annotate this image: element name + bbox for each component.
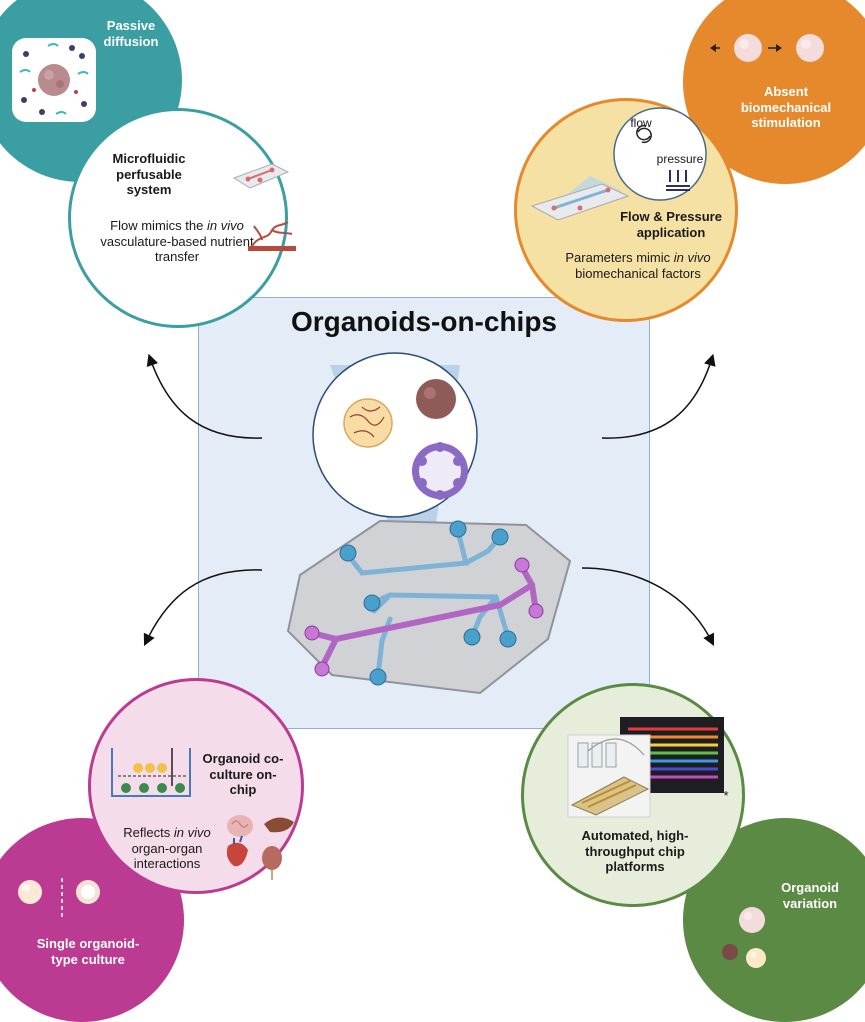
flow-pressure-title: Flow & Pressure application [620,209,722,240]
coculture-desc-italic: in vivo [173,825,211,840]
coculture-desc-pre: Reflects [123,825,174,840]
flow-pressure-description: Parameters mimic in vivo biomechanical f… [548,250,728,281]
platform-photos [567,717,724,818]
diffusion-illustration [12,38,96,122]
vessel-icon [248,221,296,251]
flow-desc-post: biomechanical factors [575,265,701,281]
coculture-desc-post: organ-organ interactions [131,840,203,872]
passive-diffusion-label: Passive diffusion [103,18,159,49]
organs-illustration [226,815,294,880]
organoid-variation-label: Organoid variation [781,880,839,911]
arrow-bottom-right [581,567,715,647]
pressure-label: pressure [656,152,704,166]
platforms-title: Automated, high-throughput chip platform… [581,828,689,875]
single-organoid-illustration [18,878,100,920]
flow-desc-italic: in vivo [673,250,711,265]
main-title: Organoids-on-chips [291,306,557,337]
flow-label: flow [630,116,652,130]
single-organoid-label: Single organoid-type culture [36,936,140,967]
microfluidic-desc-italic: in vivo [206,218,244,233]
coculture-description: Reflects in vivo organ-organ interaction… [112,825,222,872]
flow-pressure-zoom-illustration [530,107,707,221]
coculture-well-illustration [111,748,191,797]
microfluidic-desc-post: vasculature-based nutrient transfer [100,233,254,265]
microfluidic-description: Flow mimics the in vivo vasculature-base… [84,218,270,265]
coculture-title: Organoid co-culture on-chip [202,751,284,798]
chip-icon-small [232,163,290,189]
microfluidic-desc-pre: Flow mimics the [110,218,207,233]
microfluidic-circle [68,108,288,328]
flow-desc-pre: Parameters mimic [565,250,674,265]
organoid-variation-illustration [722,907,766,968]
organoid-stretch-illustration [710,34,824,62]
arrows [143,353,716,647]
asterisk-note: * [723,788,729,803]
arrow-top-left [146,353,263,439]
absent-stimulation-label: Absent biomechanical stimulation [740,84,832,131]
arrow-bottom-left [143,569,263,647]
organoid-chip-illustration [286,352,572,695]
microfluidic-title: Microfluidic perfusable system [112,151,186,198]
arrow-top-right [601,353,716,439]
